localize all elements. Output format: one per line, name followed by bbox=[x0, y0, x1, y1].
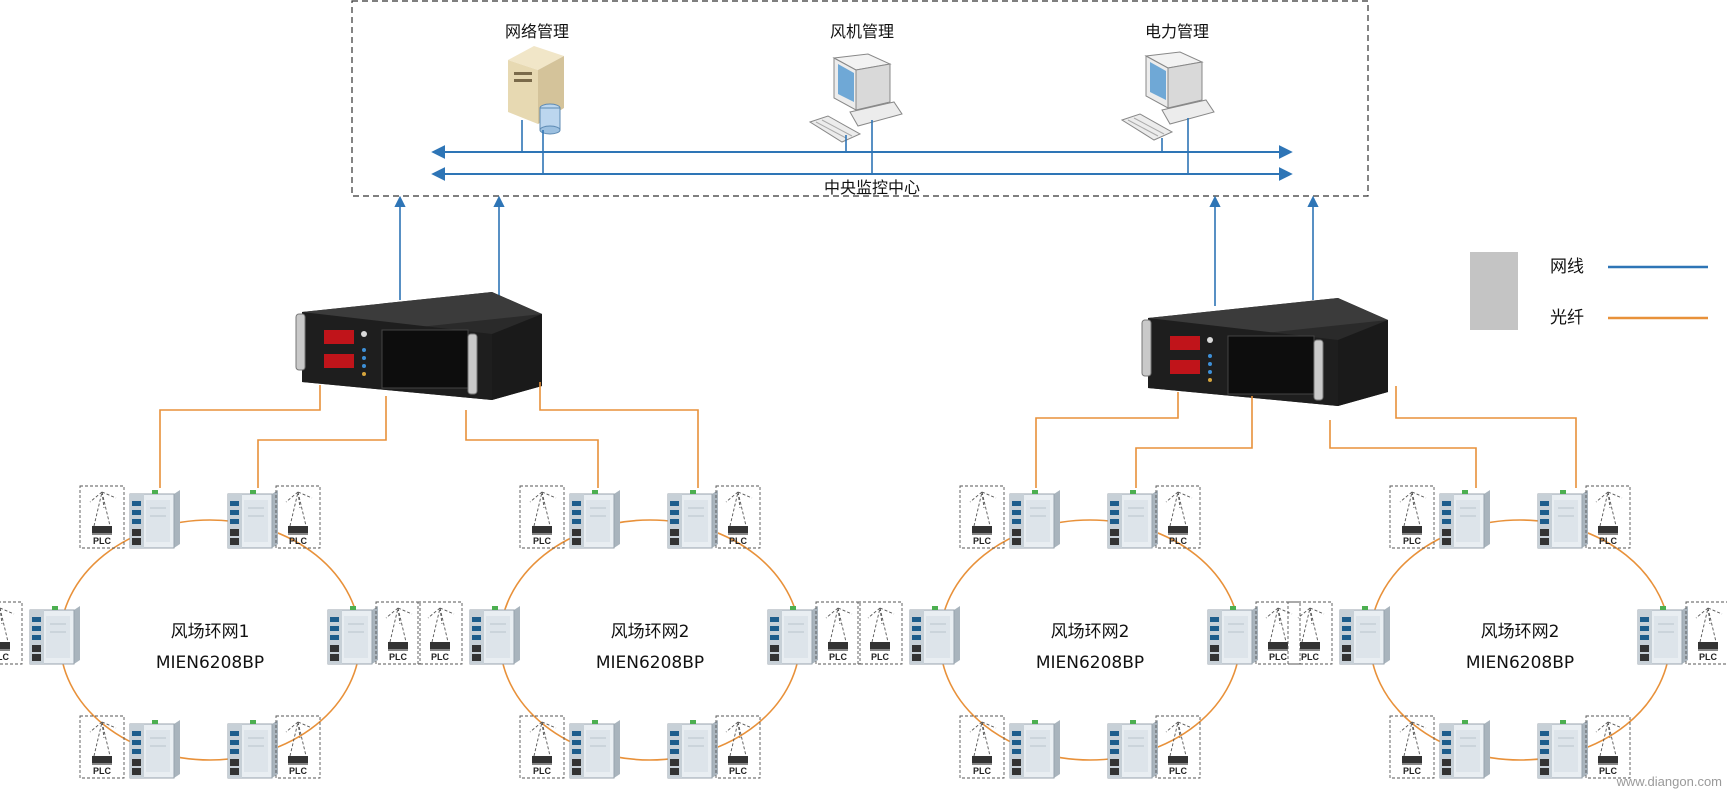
plc-label: PLC bbox=[0, 652, 10, 662]
switch-node-icon bbox=[1537, 719, 1589, 779]
plc-label: PLC bbox=[1403, 766, 1422, 776]
switch-node-icon bbox=[1537, 489, 1589, 549]
plc-label: PLC bbox=[1599, 536, 1618, 546]
plc-label: PLC bbox=[729, 536, 748, 546]
plc-label: PLC bbox=[729, 766, 748, 776]
station-label-network-management: 网络管理 bbox=[505, 22, 569, 41]
switch-node-icon bbox=[129, 719, 181, 779]
workstation-icon-turbine bbox=[809, 53, 903, 143]
ring-model-1: MIEN6208BP bbox=[156, 653, 264, 673]
plc-label: PLC bbox=[289, 766, 308, 776]
central-monitoring-boundary bbox=[351, 0, 1369, 197]
plc-label: PLC bbox=[533, 536, 552, 546]
station-label-turbine-management: 风机管理 bbox=[830, 22, 894, 41]
switch-node-icon bbox=[667, 489, 719, 549]
plc-label: PLC bbox=[871, 652, 890, 662]
plc-label: PLC bbox=[829, 652, 848, 662]
switch-node-icon bbox=[1339, 605, 1391, 665]
legend-label-network-cable: 网线 bbox=[1550, 257, 1584, 277]
switch-node-icon bbox=[1207, 605, 1259, 665]
switch-node-icon bbox=[1009, 719, 1061, 779]
plc-label: PLC bbox=[1699, 652, 1718, 662]
switch-node-icon bbox=[227, 489, 279, 549]
plc-label: PLC bbox=[1599, 766, 1618, 776]
switch-node-icon bbox=[1637, 605, 1689, 665]
switch-node-icon bbox=[327, 605, 379, 665]
central-monitoring-title: 中央监控中心 bbox=[824, 178, 920, 197]
station-label-power-management: 电力管理 bbox=[1145, 22, 1209, 41]
ring-name-4: 风场环网2 bbox=[1481, 622, 1560, 642]
switch-node-icon bbox=[1439, 489, 1491, 549]
fiber-links-right bbox=[1035, 386, 1577, 488]
rack-chassis-right bbox=[1141, 297, 1389, 407]
switch-node-icon bbox=[129, 489, 181, 549]
plc-label: PLC bbox=[1169, 536, 1188, 546]
legend-swatch bbox=[1470, 252, 1518, 330]
switch-node-icon bbox=[767, 605, 819, 665]
watermark: www.diangon.com bbox=[1616, 774, 1723, 789]
switch-node-icon bbox=[29, 605, 81, 665]
plc-label: PLC bbox=[93, 536, 112, 546]
ring-name-3: 风场环网2 bbox=[1051, 622, 1130, 642]
plc-label: PLC bbox=[289, 536, 308, 546]
fiber-links-left bbox=[159, 382, 699, 488]
plc-label: PLC bbox=[1403, 536, 1422, 546]
plc-label: PLC bbox=[973, 766, 992, 776]
ring-name-1: 风场环网1 bbox=[171, 622, 250, 642]
plc-label: PLC bbox=[1169, 766, 1188, 776]
switch-node-icon bbox=[1107, 719, 1159, 779]
server-icon bbox=[507, 45, 565, 135]
ring-model-3: MIEN6208BP bbox=[1036, 653, 1144, 673]
switch-node-icon bbox=[667, 719, 719, 779]
switch-node-icon bbox=[469, 605, 521, 665]
plc-label: PLC bbox=[1269, 652, 1288, 662]
plc-label: PLC bbox=[431, 652, 450, 662]
ring-model-2: MIEN6208BP bbox=[596, 653, 704, 673]
workstation-icon-power bbox=[1121, 51, 1215, 141]
ring-name-2: 风场环网2 bbox=[611, 622, 690, 642]
plc-label: PLC bbox=[533, 766, 552, 776]
plc-label: PLC bbox=[93, 766, 112, 776]
plc-label: PLC bbox=[973, 536, 992, 546]
legend: 网线 光纤 bbox=[1470, 252, 1708, 330]
rack-chassis-left bbox=[295, 291, 543, 401]
plc-label: PLC bbox=[389, 652, 408, 662]
switch-node-icon bbox=[569, 489, 621, 549]
switch-node-icon bbox=[227, 719, 279, 779]
legend-label-fiber: 光纤 bbox=[1550, 308, 1584, 328]
switch-node-icon bbox=[1107, 489, 1159, 549]
switch-node-icon bbox=[1009, 489, 1061, 549]
switch-node-icon bbox=[569, 719, 621, 779]
ring-nodes: PLC PLC PLC PLC PLC PLC PLC PLC PLC PLC PLC PLC PLC P… bbox=[0, 485, 1727, 779]
switch-node-icon bbox=[909, 605, 961, 665]
ring-model-4: MIEN6208BP bbox=[1466, 653, 1574, 673]
plc-label: PLC bbox=[1301, 652, 1320, 662]
switch-node-icon bbox=[1439, 719, 1491, 779]
